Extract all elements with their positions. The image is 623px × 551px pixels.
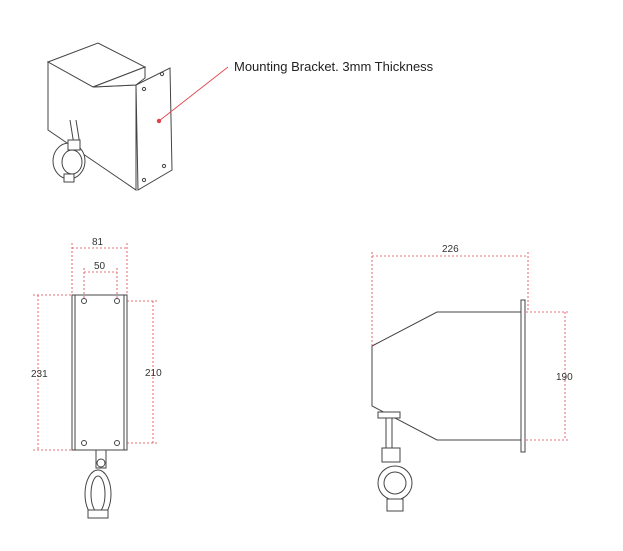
front-clamp [84,449,112,519]
callout-label: Mounting Bracket. 3mm Thickness [234,59,434,74]
pipe-clamp [52,119,86,183]
side-view: 226 190 [371,244,573,512]
front-view: 81 50 231 210 [31,237,162,519]
isometric-view: Mounting Bracket. 3mm Thickness [46,42,434,191]
dim-front-width: 81 [92,237,104,248]
side-clamp [377,411,413,512]
dim-side-height: 190 [556,372,573,383]
side-body [371,311,525,441]
front-plate [71,294,128,451]
mounting-bracket-plate [135,67,173,191]
dim-front-hole-spacing: 50 [94,261,106,272]
dim-side-depth: 226 [442,244,459,255]
side-plate [520,299,526,453]
dim-front-hole-height: 210 [145,368,162,379]
dim-front-height: 231 [31,369,48,380]
